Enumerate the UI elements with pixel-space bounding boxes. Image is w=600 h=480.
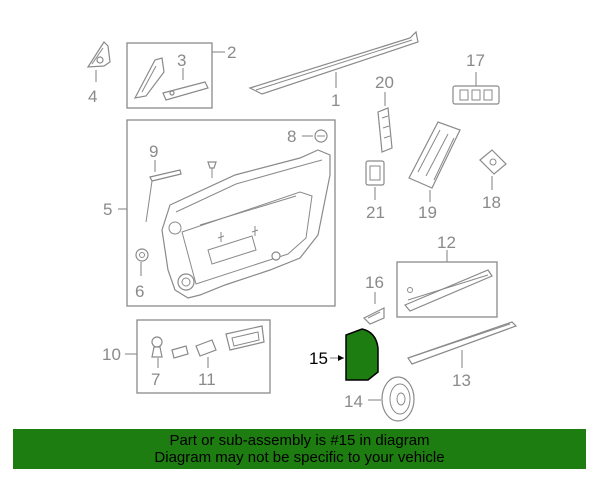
callout-10: 10 [102, 345, 121, 364]
callout-7: 7 [151, 370, 160, 389]
callout-14: 14 [344, 392, 363, 411]
callout-17: 17 [466, 51, 485, 70]
part-5-door-trim-panel[interactable] [161, 149, 331, 299]
part-7-clip[interactable] [151, 336, 163, 358]
part-9-rod[interactable] [145, 169, 182, 223]
part-12-trim-molding[interactable] [404, 269, 493, 312]
part-6-fastener[interactable] [135, 248, 149, 262]
part-18-switch[interactable] [479, 149, 507, 175]
panel-clip[interactable] [207, 161, 217, 178]
banner-line-2: Diagram may not be specific to your vehi… [154, 449, 445, 466]
part-lamp-housing[interactable] [225, 325, 265, 351]
info-banner: Part or sub-assembly is #15 in diagram D… [13, 429, 586, 469]
part-2-mirror-cover[interactable] [133, 57, 165, 99]
part-20-switch-bezel[interactable] [377, 107, 393, 153]
part-17-switch[interactable] [452, 85, 500, 105]
part-1-belt-molding[interactable] [248, 30, 419, 95]
callout-21: 21 [366, 203, 385, 222]
callout-11: 11 [198, 370, 216, 389]
part-11-socket[interactable] [195, 339, 217, 357]
banner-line-1: Part or sub-assembly is #15 in diagram [169, 432, 430, 449]
group-box-2 [126, 42, 213, 109]
callout-12: 12 [437, 233, 456, 252]
group-box-5 [126, 119, 336, 307]
callout-2: 2 [227, 43, 236, 62]
callout-9: 9 [149, 142, 158, 161]
part-8-clip[interactable] [314, 129, 328, 143]
callout-20: 20 [375, 73, 394, 92]
callout-19: 19 [418, 203, 437, 222]
callout-6: 6 [135, 282, 144, 301]
part-connector[interactable] [171, 345, 189, 359]
callout-5: 5 [103, 200, 112, 219]
part-21-switch[interactable] [365, 160, 385, 186]
group-box-10 [136, 319, 271, 394]
part-3-trim-strip[interactable] [162, 81, 209, 101]
part-4-tweeter-cover[interactable] [86, 41, 111, 68]
part-16-bracket[interactable] [362, 307, 385, 325]
callout-13: 13 [452, 371, 471, 390]
part-14-speaker[interactable] [381, 376, 415, 422]
callout-1: 1 [331, 91, 340, 110]
part-19-window-switch[interactable] [408, 121, 461, 189]
callout-3: 3 [177, 51, 186, 70]
callout-8: 8 [287, 127, 296, 146]
callout-4: 4 [88, 87, 97, 106]
callout-16: 16 [365, 273, 384, 292]
callout-15: 15 [309, 349, 328, 368]
part-15-highlighted[interactable] [345, 328, 379, 381]
callout-18: 18 [482, 193, 501, 212]
part-13-strip[interactable] [407, 321, 518, 365]
